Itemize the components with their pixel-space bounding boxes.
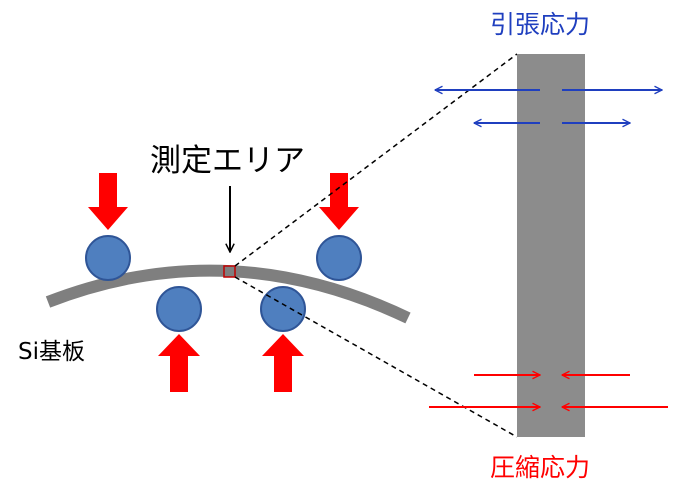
compressive-stress-label: 圧縮応力 [490, 453, 591, 482]
force-arrow-down-left [88, 173, 128, 230]
force-arrow-up-right [262, 334, 304, 392]
roller-bottom-right [260, 286, 306, 332]
si-substrate-label: Si基板 [18, 339, 85, 365]
measurement-area-marker [223, 265, 236, 278]
si-substrate-wafer [45, 264, 411, 324]
zoom-line-top [234, 53, 518, 267]
roller-top-left [85, 235, 131, 281]
tensile-stress-label: 引張応力 [490, 10, 591, 39]
force-arrow-down-right [319, 173, 359, 230]
roller-bottom-left [156, 286, 202, 332]
zoom-line-bottom [234, 276, 518, 438]
roller-top-right [316, 235, 362, 281]
measurement-area-label: 測定エリア [150, 143, 305, 179]
force-arrow-up-left [158, 334, 200, 392]
cross-section-bar [517, 54, 585, 437]
